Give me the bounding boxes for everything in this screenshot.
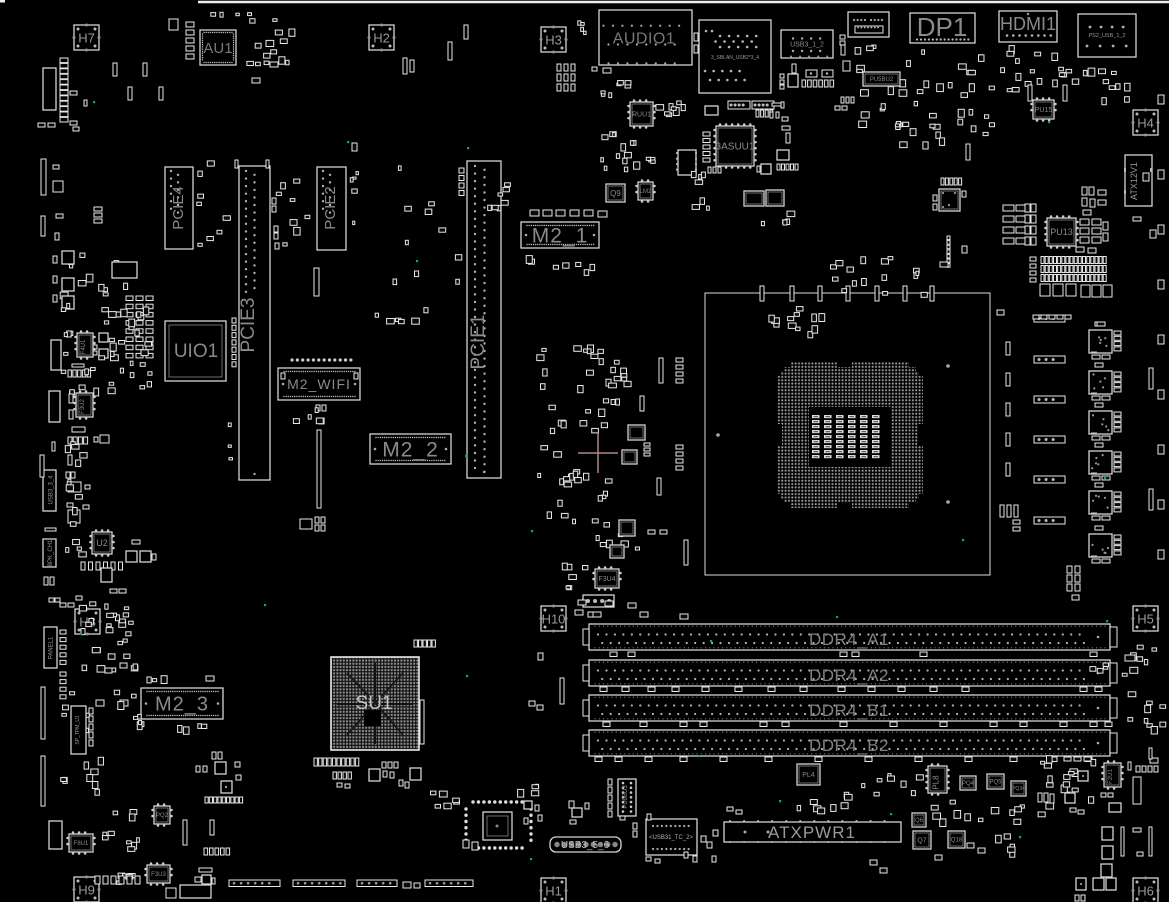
svg-text:M2_WIFI: M2_WIFI [287,376,351,392]
svg-text:AU1: AU1 [203,40,232,57]
svg-text:PCIE3: PCIE3 [238,298,259,353]
svg-text:M2_3: M2_3 [155,694,209,716]
svg-text:HDMI1: HDMI1 [1000,14,1056,34]
svg-text:PCIE2: PCIE2 [322,186,339,229]
svg-text:H4: H4 [1137,116,1154,131]
svg-text:RUU1: RUU1 [632,112,651,119]
svg-text:F3U4: F3U4 [598,576,615,583]
svg-text:Q7: Q7 [917,838,926,845]
svg-text:H7: H7 [78,31,95,46]
svg-text:ATX12V1: ATX12V1 [1129,162,1139,200]
svg-text:PU13: PU13 [1050,227,1073,237]
svg-text:H3: H3 [545,33,562,48]
svg-text:PU9BU3: PU9BU3 [623,785,629,809]
svg-text:SU1: SU1 [356,693,393,714]
svg-text:DDR4_B2: DDR4_B2 [809,736,889,755]
svg-text:PL4: PL4 [802,772,815,779]
svg-text:PU15: PU15 [1035,107,1053,114]
svg-text:H9: H9 [78,883,95,898]
svg-text:PL8: PL8 [931,775,940,790]
svg-text:H1: H1 [545,884,562,899]
svg-text:LM2: LM2 [640,189,652,195]
svg-text:DDR4_A1: DDR4_A1 [809,630,889,649]
svg-text:F2U1: F2U1 [1108,769,1114,784]
svg-text:F3U2: F3U2 [80,399,86,414]
svg-text:Q9: Q9 [610,189,621,198]
svg-text:8PK_CH1: 8PK_CH1 [48,539,54,566]
svg-text:DDR4_B1: DDR4_B1 [809,701,889,720]
svg-text:3ASUU1: 3ASUU1 [716,142,755,153]
svg-text:ATXPWR1: ATXPWR1 [768,823,856,842]
svg-text:Q6: Q6 [915,818,924,824]
svg-text:H5: H5 [1137,612,1154,627]
svg-text:PU5BU2: PU5BU2 [870,77,894,83]
svg-text:H2: H2 [373,31,390,46]
svg-text:USB3_1_2: USB3_1_2 [790,42,824,49]
svg-text:F4U1: F4U1 [81,339,87,354]
svg-text:F3U3: F3U3 [151,872,166,878]
svg-text:M2_2: M2_2 [382,438,439,461]
svg-text:USB3_5_6: USB3_5_6 [561,840,610,851]
svg-text:PANEL1: PANEL1 [49,636,55,659]
svg-text:PQ34: PQ34 [1012,786,1025,792]
svg-text:H10: H10 [542,612,566,627]
svg-text:M2_1: M2_1 [532,224,589,247]
svg-text:<USB31_TC_2>: <USB31_TC_2> [649,835,694,841]
svg-text:PS2_USB_1_2: PS2_USB_1_2 [1089,33,1126,39]
svg-text:DP1: DP1 [917,12,968,42]
svg-text:Q18: Q18 [951,838,963,844]
svg-text:PQ2: PQ2 [156,813,169,819]
svg-text:PCIE1: PCIE1 [468,315,489,370]
svg-text:H6: H6 [1137,884,1154,899]
svg-text:SP_TPM_U1: SP_TPM_U1 [75,715,81,744]
svg-text:PQ4: PQ4 [962,781,975,787]
svg-text:DDR4_A2: DDR4_A2 [809,666,889,685]
svg-text:PCIE4: PCIE4 [170,186,187,229]
svg-text:USB3_3_4: USB3_3_4 [49,475,55,505]
svg-text:UIO1: UIO1 [174,341,218,362]
svg-text:U2: U2 [96,538,108,548]
svg-text:3_SBLAN_USB2*3_4: 3_SBLAN_USB2*3_4 [711,55,759,61]
svg-text:F8U1: F8U1 [74,841,89,847]
svg-text:PQ5: PQ5 [989,780,1002,786]
svg-text:AUDIO1: AUDIO1 [613,31,676,48]
